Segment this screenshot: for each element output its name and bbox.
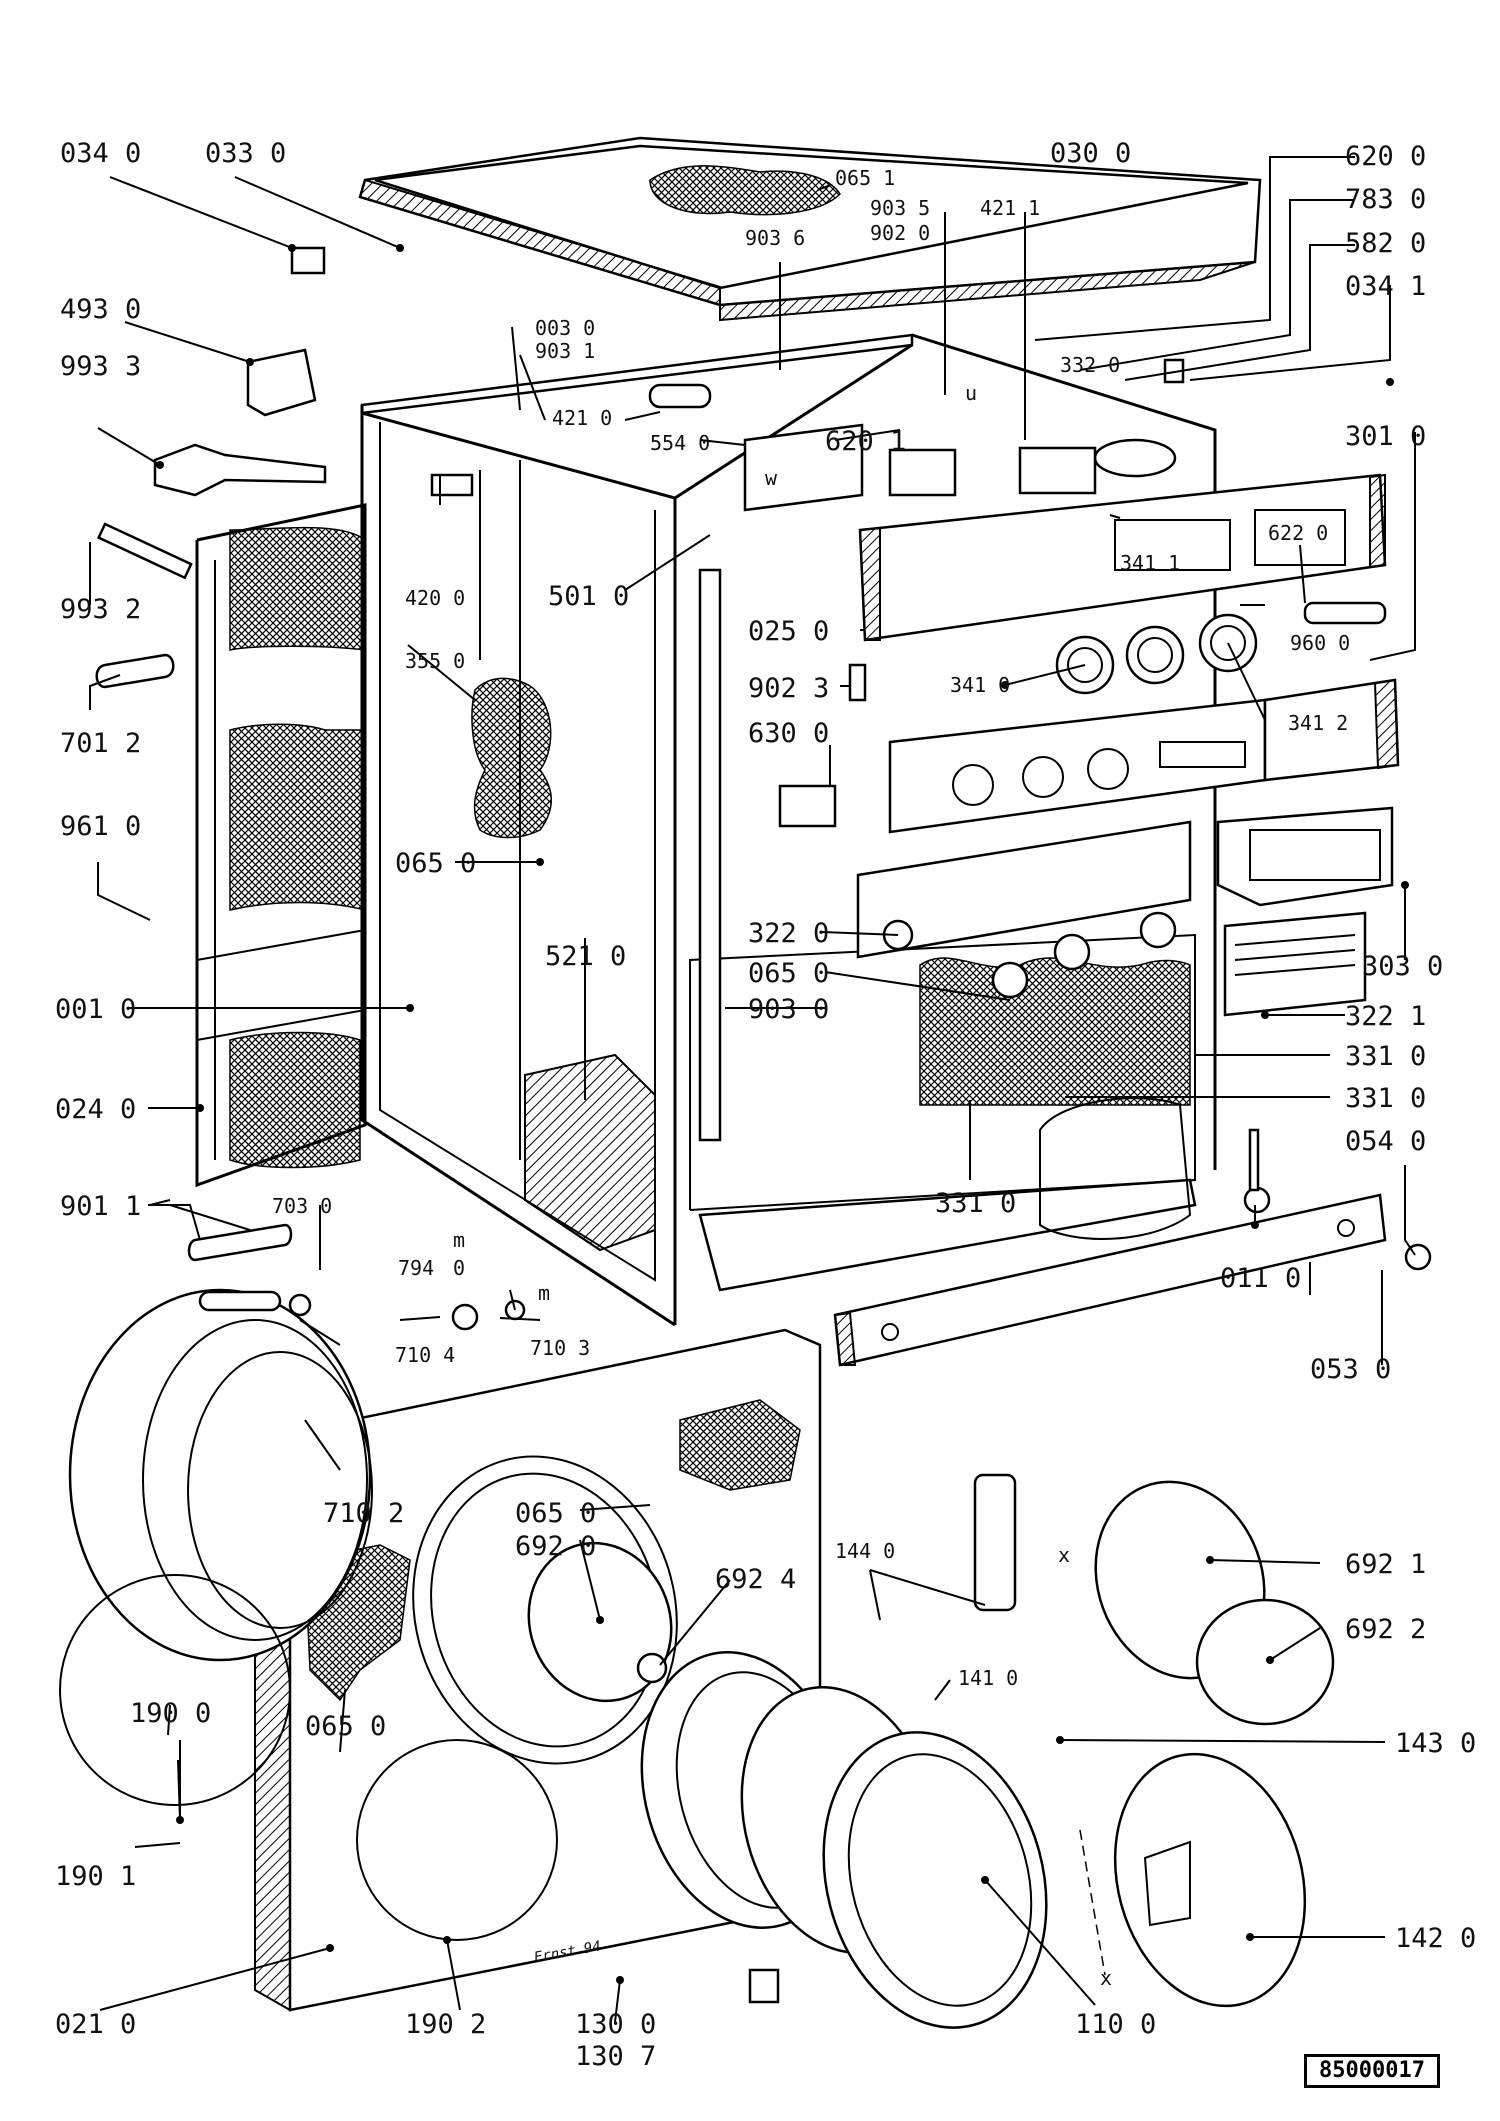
label-493-0: 493 0 (60, 294, 141, 325)
label-501-0: 501 0 (548, 581, 629, 612)
small-parts (95, 246, 1432, 1331)
document-code: 85000017 (1304, 2054, 1440, 2088)
control-module (1216, 806, 1394, 907)
label-420-0: 420 0 (405, 586, 465, 610)
label-710-3: 710 3 (530, 1336, 590, 1360)
label-x-a: x (1058, 1543, 1070, 1567)
cabinet (229, 333, 1217, 1327)
label-794-0-m: m (453, 1228, 465, 1252)
label-630-0: 630 0 (748, 718, 829, 749)
label-322-1: 322 1 (1345, 1001, 1426, 1032)
part-labels: 034 0 033 0 030 0 620 0 783 0 582 0 034 … (55, 138, 1476, 2072)
label-190-0: 190 0 (130, 1698, 211, 1729)
control-panel-middle (888, 678, 1400, 834)
control-panel-lower (856, 820, 1367, 1017)
label-794-0-b: 0 (453, 1256, 465, 1280)
label-620-0: 620 0 (1345, 141, 1426, 172)
top-lid (358, 136, 1262, 322)
label-331-0-c: 331 0 (935, 1188, 1016, 1219)
control-panel-top (858, 473, 1387, 642)
door-assembly (527, 1473, 1335, 2029)
label-033-0: 033 0 (205, 138, 286, 169)
leader-dots (156, 244, 1409, 1984)
label-190-1: 190 1 (55, 1861, 136, 1892)
label-341-2: 341 2 (1288, 711, 1348, 735)
label-301-0: 301 0 (1345, 421, 1426, 452)
label-341-0: 341 0 (950, 673, 1010, 697)
toe-board (833, 1193, 1387, 1367)
label-710-4: 710 4 (395, 1343, 455, 1367)
label-322-0: 322 0 (748, 918, 829, 949)
label-130-7: 130 7 (575, 2041, 656, 2072)
label-034-0: 034 0 (60, 138, 141, 169)
label-142-0: 142 0 (1395, 1923, 1476, 1954)
label-065-0-a: 065 0 (395, 848, 476, 879)
label-003-0: 003 0 (535, 316, 595, 340)
label-993-2: 993 2 (60, 594, 141, 625)
knob-row (1055, 613, 1258, 695)
label-903-5: 903 5 (870, 196, 930, 220)
outer-tub (59, 1288, 373, 1806)
label-355-0: 355 0 (405, 649, 465, 673)
label-692-0: 692 0 (515, 1531, 596, 1562)
label-701-2: 701 2 (60, 728, 141, 759)
label-421-0: 421 0 (552, 406, 612, 430)
label-065-0-b: 065 0 (748, 958, 829, 989)
label-144-0: 144 0 (835, 1539, 895, 1563)
label-w: w (765, 466, 778, 490)
label-692-1: 692 1 (1345, 1549, 1426, 1580)
label-065-1: 065 1 (835, 166, 895, 190)
label-620-1: 620 1 (825, 426, 906, 457)
label-961-0: 961 0 (60, 811, 141, 842)
label-u: u (965, 381, 977, 405)
label-794-0: 794 (398, 1256, 434, 1280)
label-143-0: 143 0 (1395, 1728, 1476, 1759)
label-554-0: 554 0 (650, 431, 710, 455)
label-034-1: 034 1 (1345, 271, 1426, 302)
label-421-1: 421 1 (980, 196, 1040, 220)
leader-lines (89, 156, 1416, 2023)
label-710-3-m: m (538, 1281, 550, 1305)
label-903-0: 903 0 (748, 994, 829, 1025)
label-903-1: 903 1 (535, 339, 595, 363)
label-110-0: 110 0 (1075, 2009, 1156, 2040)
label-710-2: 710 2 (323, 1498, 404, 1529)
label-692-4: 692 4 (715, 1564, 796, 1595)
label-902-3: 902 3 (748, 673, 829, 704)
label-053-0: 053 0 (1310, 1354, 1391, 1385)
label-141-0: 141 0 (958, 1666, 1018, 1690)
label-341-1: 341 1 (1120, 551, 1180, 575)
label-021-0: 021 0 (55, 2009, 136, 2040)
label-054-0: 054 0 (1345, 1126, 1426, 1157)
label-025-0: 025 0 (748, 616, 829, 647)
side-panel (195, 503, 367, 1188)
label-303-0: 303 0 (1362, 951, 1443, 982)
label-065-0-d: 065 0 (305, 1711, 386, 1742)
label-190-2: 190 2 (405, 2009, 486, 2040)
label-065-0-c: 065 0 (515, 1498, 596, 1529)
label-703-0: 703 0 (272, 1194, 332, 1218)
label-332-0: 332 0 (1060, 353, 1120, 377)
label-582-0: 582 0 (1345, 228, 1426, 259)
label-130-0: 130 0 (575, 2009, 656, 2040)
label-011-0: 011 0 (1220, 1263, 1301, 1294)
label-001-0: 001 0 (55, 994, 136, 1025)
label-331-0-b: 331 0 (1345, 1083, 1426, 1114)
label-x-b: x (1100, 1966, 1112, 1990)
label-692-2: 692 2 (1345, 1614, 1426, 1645)
label-993-3: 993 3 (60, 351, 141, 382)
label-521-0: 521 0 (545, 941, 626, 972)
label-331-0-a: 331 0 (1345, 1041, 1426, 1072)
label-901-1: 901 1 (60, 1191, 141, 1222)
label-024-0: 024 0 (55, 1094, 136, 1125)
label-622-0: 622 0 (1268, 521, 1328, 545)
label-903-6: 903 6 (745, 226, 805, 250)
label-030-0: 030 0 (1050, 138, 1131, 169)
label-783-0: 783 0 (1345, 184, 1426, 215)
label-902-0: 902 0 (870, 221, 930, 245)
label-960-0: 960 0 (1290, 631, 1350, 655)
